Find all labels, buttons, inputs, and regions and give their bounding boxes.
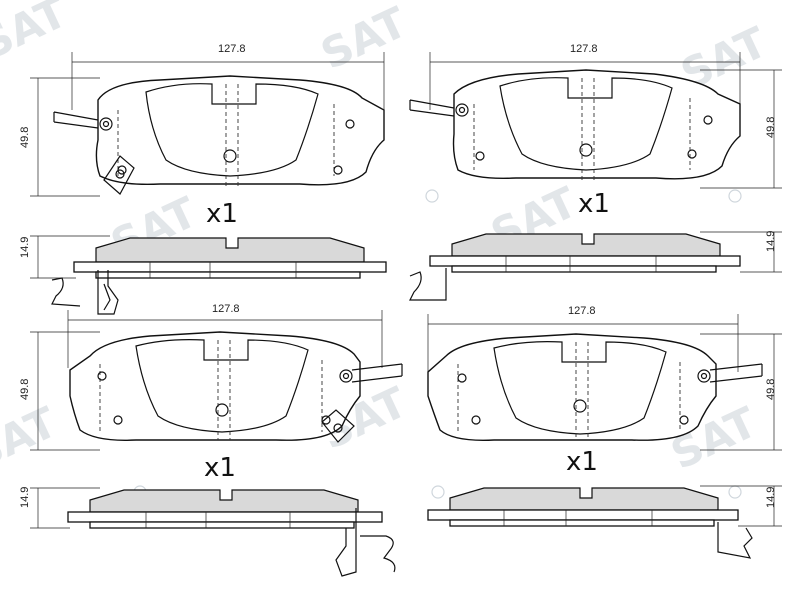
height-dimension: 49.8 xyxy=(19,77,100,197)
friction-material-side xyxy=(449,487,719,511)
wear-sensor-icon xyxy=(697,363,763,383)
backing-plate-side xyxy=(429,255,741,267)
pad-backing-plate xyxy=(69,331,361,441)
height-dimension: 49.8 xyxy=(19,331,100,451)
side-view: 14.9 xyxy=(427,485,782,559)
height-label: 49.8 xyxy=(765,379,777,400)
sensor-wire-icon xyxy=(717,522,753,559)
backing-plate-side xyxy=(73,261,387,273)
side-view: 14.9 xyxy=(409,231,782,301)
panel-top-right: 127.8 49.8 x1 xyxy=(409,43,782,301)
friction-outline xyxy=(493,341,667,435)
friction-material-side xyxy=(89,489,359,513)
friction-outline xyxy=(135,339,309,433)
height-label: 49.8 xyxy=(765,117,777,138)
sensor-clip-icon xyxy=(335,508,357,577)
width-dimension: 127.8 xyxy=(429,43,741,110)
thickness-label: 14.9 xyxy=(19,237,31,258)
panel-bottom-right: 127.8 49.8 x1 xyxy=(427,305,782,559)
width-dimension: 127.8 xyxy=(67,303,383,368)
center-hole xyxy=(215,403,229,417)
watermark-text: SAT xyxy=(314,0,415,79)
pad-backing-plate xyxy=(452,69,741,180)
thickness-label: 14.9 xyxy=(19,487,31,508)
friction-material-side xyxy=(95,237,365,263)
friction-material-side xyxy=(451,233,721,257)
watermark-text: SAT xyxy=(0,0,74,69)
pad-backing-plate xyxy=(95,75,385,186)
thickness-label: 14.9 xyxy=(765,487,777,508)
width-label: 127.8 xyxy=(212,303,240,315)
thickness-label: 14.9 xyxy=(765,231,777,252)
wear-sensor-icon xyxy=(409,99,469,117)
height-dimension: 49.8 xyxy=(700,333,782,451)
center-hole xyxy=(573,399,587,413)
panel-top-left: 127.8 49.8 x1 xyxy=(19,43,387,315)
side-view: 14.9 xyxy=(19,235,387,315)
backing-plate-side xyxy=(427,509,739,521)
friction-outline xyxy=(145,83,319,177)
height-label: 49.8 xyxy=(19,379,31,400)
wear-sensor-icon xyxy=(53,111,135,195)
sensor-wire-icon xyxy=(409,268,447,301)
backing-plate-side xyxy=(67,511,383,523)
center-hole xyxy=(579,143,593,157)
height-dimension: 49.8 xyxy=(700,69,782,189)
width-label: 127.8 xyxy=(570,43,598,55)
watermark-text: SAT xyxy=(0,397,64,479)
side-view: 14.9 xyxy=(19,487,396,577)
width-dimension: 127.8 xyxy=(427,305,739,372)
panel-bottom-left: 127.8 49.8 x1 xyxy=(19,303,403,577)
sensor-wire-icon xyxy=(360,535,396,573)
width-label: 127.8 xyxy=(568,305,596,317)
pad-backing-plate xyxy=(427,333,717,441)
quantity-label: x1 xyxy=(206,199,238,229)
friction-outline xyxy=(499,77,673,171)
height-label: 49.8 xyxy=(19,127,31,148)
sensor-wire-icon xyxy=(51,277,81,307)
width-label: 127.8 xyxy=(218,43,246,55)
quantity-label: x1 xyxy=(566,447,598,477)
quantity-label: x1 xyxy=(578,189,610,219)
width-dimension: 127.8 xyxy=(71,43,385,110)
quantity-label: x1 xyxy=(204,453,236,483)
wear-sensor-icon xyxy=(321,363,403,443)
center-hole xyxy=(223,149,237,163)
